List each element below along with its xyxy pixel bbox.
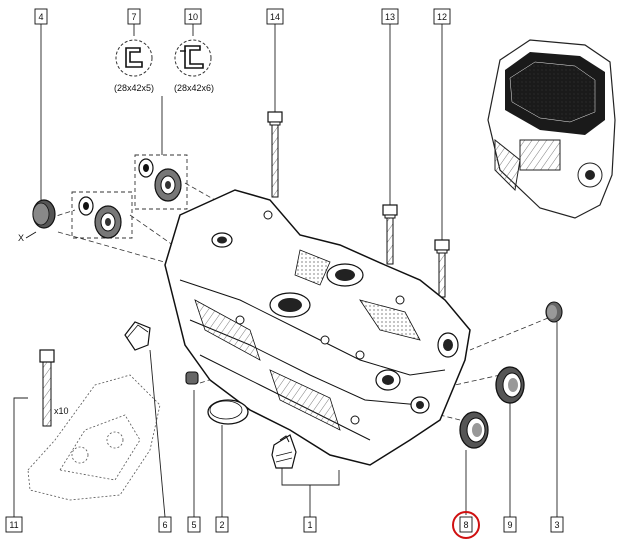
callout-5: 5	[187, 516, 201, 533]
seal-box	[134, 154, 188, 210]
sensor-part-6	[124, 321, 151, 351]
seal-part-8	[459, 411, 489, 449]
x-mark-line	[25, 231, 37, 239]
engine-thumbnail	[487, 39, 616, 219]
plug-part-4	[32, 199, 56, 229]
bolt-part-14	[267, 111, 283, 198]
seal-10-dimensions: (28x42x6)	[174, 83, 214, 93]
callout-12: 12	[433, 8, 451, 25]
callout-11-label: 11	[9, 520, 18, 530]
engine-block-sketch	[27, 374, 161, 501]
callouts: 4 7 10 14 13 12 11 6	[5, 8, 564, 533]
callout-1: 1	[303, 516, 317, 533]
x-mark-label: X	[18, 233, 24, 243]
callout-1-label: 1	[307, 520, 312, 530]
seal-7-icon	[115, 39, 153, 77]
bolt-part-12	[434, 239, 450, 298]
bolt-part-11	[39, 349, 55, 427]
seal-part-9	[495, 366, 525, 404]
callout-6: 6	[158, 516, 172, 533]
callout-2: 2	[215, 516, 229, 533]
seal-7-dimensions: (28x42x5)	[114, 83, 154, 93]
tube-part-1	[271, 434, 297, 469]
callout-10: 10	[184, 8, 202, 25]
callout-13: 13	[381, 8, 399, 25]
callout-2-label: 2	[219, 520, 224, 530]
callout-3: 3	[550, 516, 564, 533]
callout-5-label: 5	[191, 520, 196, 530]
seal-10-icon	[174, 39, 212, 77]
callout-11: 11	[5, 516, 23, 533]
callout-7-label: 7	[131, 12, 136, 22]
callout-14-label: 14	[270, 12, 280, 22]
callout-13-label: 13	[385, 12, 395, 22]
callout-4-label: 4	[38, 12, 43, 22]
callout-10-label: 10	[188, 12, 198, 22]
bolt-quantity-label: x10	[54, 406, 69, 416]
callout-7: 7	[127, 8, 141, 25]
highlight-circle	[452, 511, 480, 539]
callout-4: 4	[34, 8, 48, 25]
callout-8-label: 8	[463, 520, 468, 530]
bolt-part-13	[382, 204, 398, 265]
cylinder-head	[164, 189, 471, 466]
plug-part-5	[185, 371, 199, 385]
callout-14: 14	[266, 8, 284, 25]
seal-box-left	[71, 191, 133, 239]
callout-6-label: 6	[162, 520, 167, 530]
callout-9-label: 9	[507, 520, 512, 530]
leader-lines	[13, 24, 558, 518]
disc-part-2	[207, 399, 249, 425]
plug-part-3	[545, 301, 563, 323]
callout-3-label: 3	[554, 520, 559, 530]
callout-12-label: 12	[437, 12, 447, 22]
callout-8: 8	[459, 516, 473, 533]
callout-9: 9	[503, 516, 517, 533]
